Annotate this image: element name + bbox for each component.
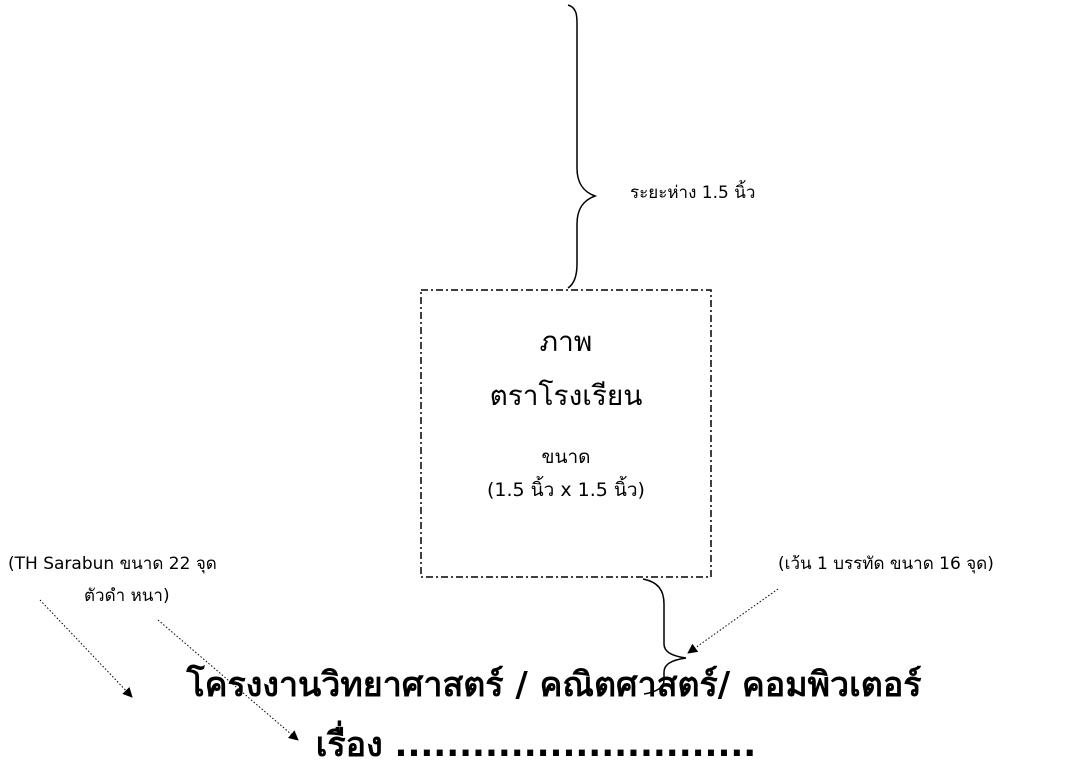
left-note-arrow-title: [39, 599, 133, 698]
blank-line-brace-shape: [642, 578, 687, 695]
logo-frame: [420, 289, 712, 578]
logo-placeholder: ภาพ ตราโรงเรียน ขนาด (1.5 นิ้ว x 1.5 นิ้…: [421, 290, 711, 577]
left-note-line-2: ตัวดำ หนา): [84, 586, 170, 606]
right-note-arrow: [687, 588, 779, 654]
project-subject: เรื่อง ............................: [315, 725, 757, 765]
spacing-note: ระยะห่าง 1.5 นิ้ว: [630, 183, 756, 203]
logo-line-1: ภาพ: [539, 325, 593, 358]
top-brace: [567, 4, 598, 289]
project-title: โครงงานวิทยาศาสตร์ / คณิตศาสตร์/ คอมพิวเ…: [186, 665, 922, 705]
logo-size-value: (1.5 นิ้ว x 1.5 นิ้ว): [487, 479, 645, 501]
logo-line-2: ตราโรงเรียน: [489, 379, 643, 412]
left-note-arrow-subject: [157, 619, 299, 741]
logo-size-label: ขนาด: [541, 446, 591, 468]
right-note: (เว้น 1 บรรทัด ขนาด 16 จุด): [778, 554, 994, 574]
left-note-line-1: (TH Sarabun ขนาด 22 จุด: [8, 554, 217, 574]
